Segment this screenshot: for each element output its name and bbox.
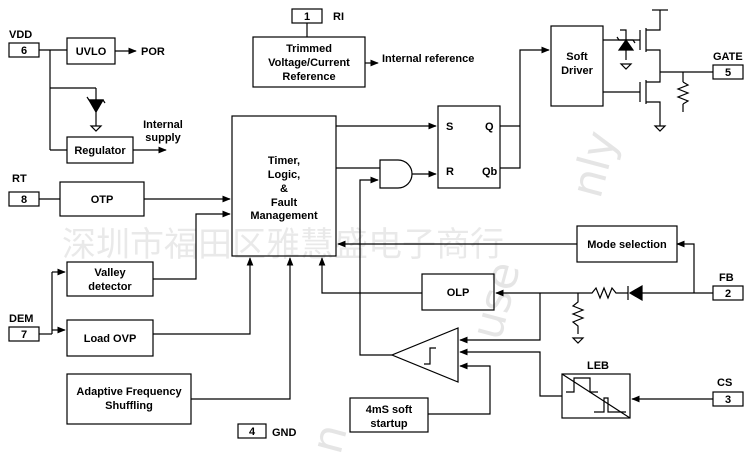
timer-label-5: Management xyxy=(250,210,318,222)
olp-label: OLP xyxy=(447,287,470,299)
pmos-source xyxy=(646,10,661,31)
watermark-overlay-3: n xyxy=(301,419,357,459)
watermark-overlay-1: nly xyxy=(561,126,627,203)
uvlo-label: UVLO xyxy=(76,46,107,58)
pin-number-gnd: 4 xyxy=(249,426,256,438)
afs-block xyxy=(66,373,192,425)
pin-name-gnd: GND xyxy=(272,427,297,439)
pin-number-ri: 1 xyxy=(304,11,310,23)
wire-comparator-and xyxy=(359,176,392,356)
wire-ovp-timer xyxy=(153,257,254,335)
latch-r-label: R xyxy=(446,166,454,178)
internal-supply-label-1: Internal xyxy=(143,119,183,131)
and-gate xyxy=(379,159,413,189)
wire-valley-timer xyxy=(153,210,231,280)
leb-divider xyxy=(561,373,631,419)
ground-symbol-vdd xyxy=(89,125,103,132)
valley-label-1: Valley xyxy=(94,267,126,279)
internal-reference-label: Internal reference xyxy=(382,53,474,65)
wire-leb-comparator xyxy=(459,348,562,397)
soft-driver-block xyxy=(550,25,604,107)
zener-bar-driver xyxy=(616,36,636,44)
fb-shunt-resistor xyxy=(571,293,585,334)
wire-fb-comparator xyxy=(459,293,541,344)
mode-selection-label: Mode selection xyxy=(587,239,667,251)
trimmed-reference-block xyxy=(252,36,366,88)
latch-s-label: S xyxy=(446,121,453,133)
regulator-label: Regulator xyxy=(74,145,126,157)
wire-fb-mode xyxy=(676,240,695,293)
pin-number-rt: 8 xyxy=(21,194,27,206)
ground-symbol-gate xyxy=(653,125,667,132)
latch-q-label: Q xyxy=(485,121,494,133)
pin-name-gate: GATE xyxy=(713,51,743,63)
pin-name-ri: RI xyxy=(333,11,344,23)
pin-number-gate: 5 xyxy=(725,67,731,79)
trimmed-label-1: Trimmed xyxy=(286,43,332,55)
wire-afs-timer xyxy=(191,257,294,400)
ground-symbol-fb xyxy=(571,337,585,344)
afs-label-2: Shuffling xyxy=(105,400,153,412)
fb-resistor xyxy=(578,286,628,300)
pin-name-rt: RT xyxy=(12,173,27,185)
valley-label-2: detector xyxy=(88,281,132,293)
pin-box-gnd xyxy=(237,423,267,439)
soft-driver-label-2: Driver xyxy=(561,65,594,77)
wire-qb xyxy=(500,126,521,169)
sr-latch-block xyxy=(437,105,501,189)
pin-name-fb: FB xyxy=(719,272,734,284)
soft-startup-label-1: 4mS soft xyxy=(366,404,413,416)
soft-driver-label-1: Soft xyxy=(566,51,588,63)
comparator xyxy=(390,327,459,383)
zener-diode-driver xyxy=(617,38,635,51)
pin-name-vdd: VDD xyxy=(9,29,32,41)
pin-name-dem: DEM xyxy=(9,313,33,325)
pin-number-cs: 3 xyxy=(725,394,731,406)
nmos-source xyxy=(646,101,661,126)
trimmed-label-2: Voltage/Current xyxy=(268,57,350,69)
timer-label-2: Logic, xyxy=(268,169,300,181)
soft-startup-label-2: startup xyxy=(370,418,408,430)
load-ovp-label: Load OVP xyxy=(84,333,137,345)
pin-number-dem: 7 xyxy=(21,329,27,341)
internal-supply-label-2: supply xyxy=(145,132,181,144)
mosfet-drain-link xyxy=(646,49,661,83)
otp-label: OTP xyxy=(91,194,114,206)
timer-label-4: Fault xyxy=(271,197,298,209)
ground-symbol-driver xyxy=(619,63,633,70)
load-ovp-block xyxy=(66,319,154,357)
zener-diode-vdd xyxy=(87,99,105,114)
olp-block xyxy=(421,273,495,311)
wire-softstart-comparator xyxy=(428,362,491,415)
leb-label: LEB xyxy=(587,360,609,372)
soft-startup-block xyxy=(349,397,429,433)
gate-resistor xyxy=(676,81,690,105)
watermark-overlay-2: use xyxy=(461,256,530,344)
por-label: POR xyxy=(141,46,165,58)
timer-label-3: & xyxy=(280,183,288,195)
wire-q-driver xyxy=(519,46,550,126)
fb-diode xyxy=(628,284,643,302)
trimmed-label-3: Reference xyxy=(282,71,335,83)
comparator-step-symbol xyxy=(424,347,436,365)
leb-waveform-in xyxy=(566,377,598,393)
leb-waveform-out xyxy=(594,397,626,413)
latch-qb-label: Qb xyxy=(482,166,498,178)
wire-olp-timer xyxy=(318,257,422,294)
pin-number-fb: 2 xyxy=(725,288,731,300)
pin-name-cs: CS xyxy=(717,377,732,389)
afs-label-1: Adaptive Frequency xyxy=(76,386,182,398)
timer-label-1: Timer, xyxy=(268,155,300,167)
pin-number-vdd: 6 xyxy=(21,45,27,57)
watermark-text: 深圳市福田区雅慧盛电子商行 xyxy=(62,225,504,265)
zener-bar-vdd xyxy=(86,96,106,104)
timer-logic-block xyxy=(231,115,337,257)
